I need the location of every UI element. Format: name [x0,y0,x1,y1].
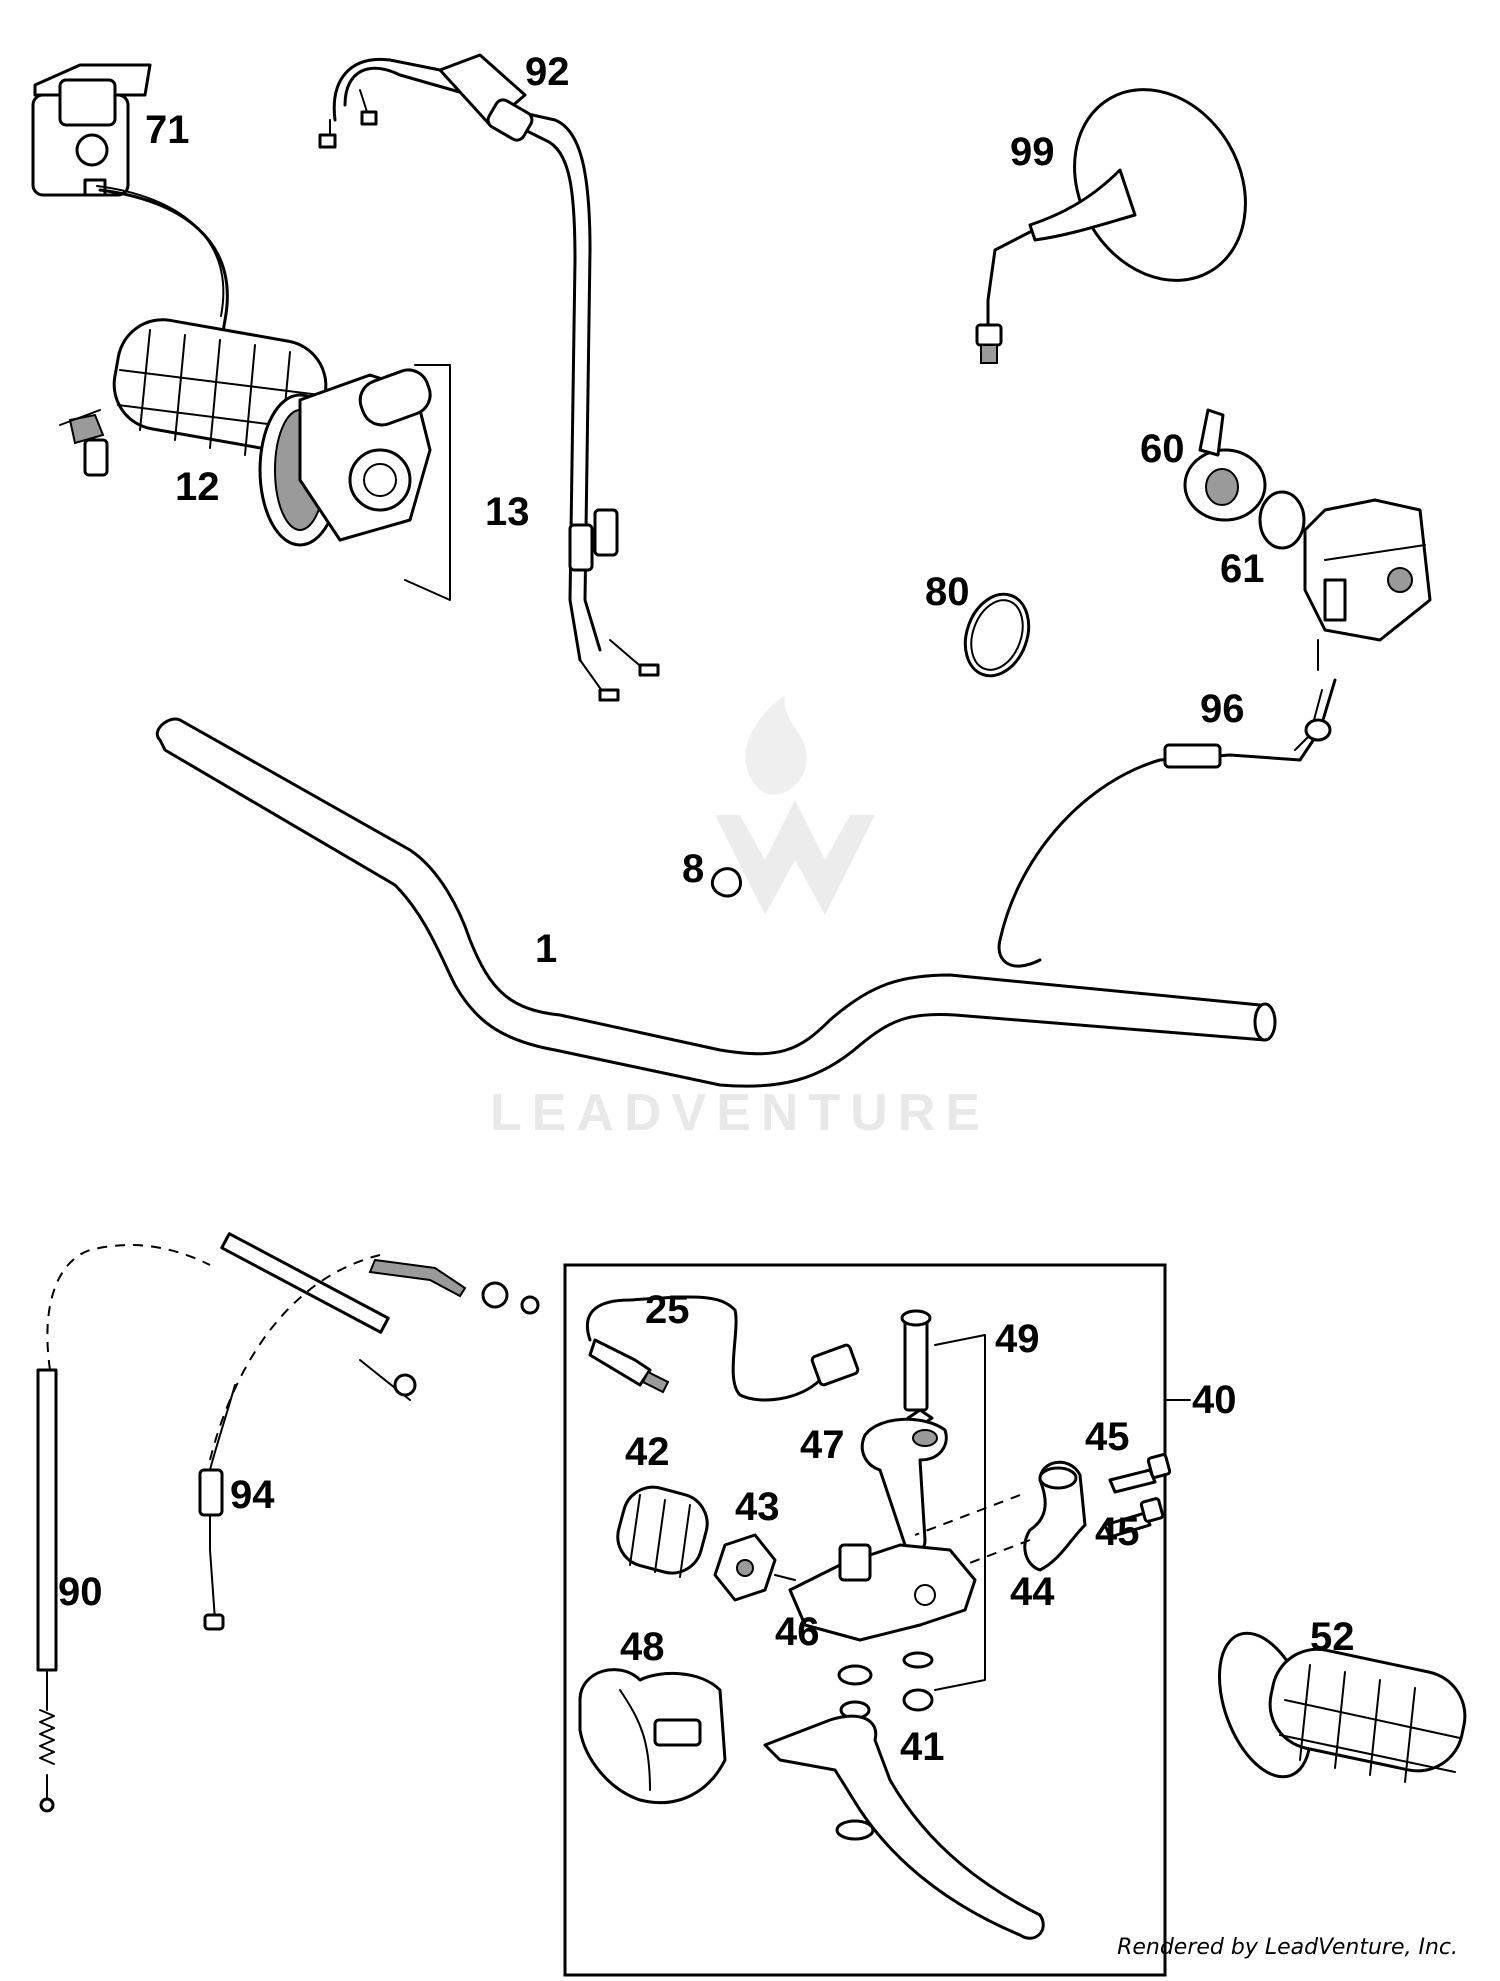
part-45-bolts [1103,1453,1172,1539]
label-8: 8 [682,847,704,891]
label-61: 61 [1220,547,1265,591]
label-49: 49 [995,1317,1040,1361]
label-13: 13 [485,490,530,534]
part-43-adjuster [713,1533,796,1602]
label-42: 42 [625,1430,670,1474]
label-25: 25 [645,1288,690,1332]
label-44: 44 [1010,1570,1055,1614]
part-48-cover [578,1668,727,1805]
label-43: 43 [735,1485,780,1529]
label-41: 41 [900,1725,945,1769]
part-99-mirror [975,88,1247,364]
label-46: 46 [775,1610,820,1654]
label-52: 52 [1310,1615,1355,1659]
label-47: 47 [800,1423,845,1467]
part-44-clamp [914,1460,1087,1581]
part-61-switch-unit [1258,490,1432,642]
label-71: 71 [145,108,190,152]
part-1-handlebar [156,717,1277,1088]
label-45a: 45 [1085,1415,1130,1459]
label-40: 40 [1192,1378,1237,1422]
label-45b: 45 [1095,1510,1140,1554]
part-25-switch-wire [585,1295,860,1402]
watermark-text: LEADVENTURE [490,1084,990,1142]
part-96-cable [997,639,1337,968]
part-13-throttle-housing [258,364,451,601]
label-12: 12 [175,465,220,509]
part-60-ring [1183,408,1267,522]
part-40-assembly-box [563,1263,1167,1977]
label-99: 99 [1010,130,1055,174]
part-92-throttle-cables [318,53,660,702]
part-80-clamp-ring [963,592,1031,678]
part-41-lever [763,1664,1045,1940]
part-90-clutch-cable [36,1244,211,1813]
label-90: 90 [58,1570,103,1614]
part-52-grip [1217,1631,1467,1783]
label-96: 96 [1200,687,1245,731]
label-94: 94 [230,1473,275,1517]
part-94-cable [198,1232,540,1631]
part-42-boot [616,1485,709,1578]
part-46-lever-holder [788,1543,977,1712]
watermark: LEADVENTURE [490,695,990,1142]
render-credit: Rendered by LeadVenture, Inc. [1117,1935,1458,1960]
part-8-clip [710,867,742,898]
part-47-lever-bracket [860,1417,948,1556]
callout-labels: 71 92 99 60 61 80 96 12 13 8 1 25 49 40 … [58,50,1355,1769]
part-71-switch-housing [31,63,229,372]
label-1: 1 [535,927,557,971]
label-60: 60 [1140,427,1185,471]
label-80: 80 [925,570,970,614]
label-48: 48 [620,1625,665,1669]
label-92: 92 [525,50,570,94]
